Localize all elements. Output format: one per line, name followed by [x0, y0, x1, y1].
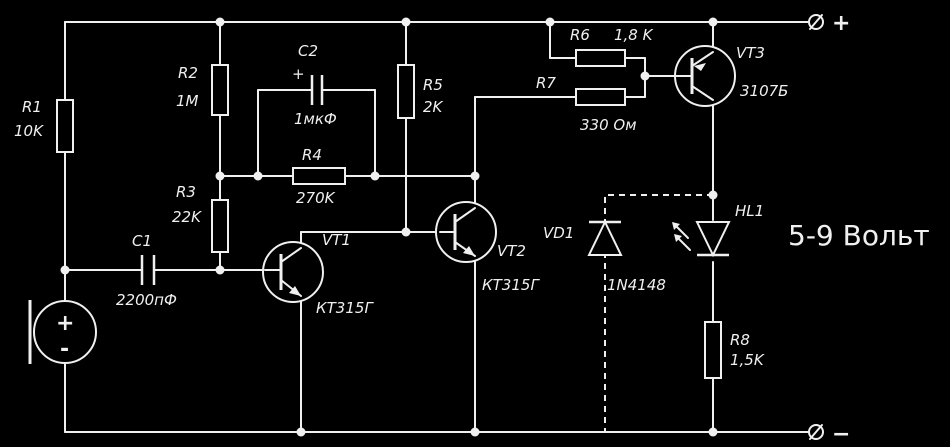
plus-terminal-label: +	[832, 11, 850, 36]
resistor-r2: R2 1M	[176, 64, 229, 116]
c2-polarity: +	[292, 65, 305, 83]
led-hl1: HL1	[672, 202, 764, 258]
microphone: + -	[28, 300, 97, 364]
r8-name: R8	[730, 331, 750, 349]
resistor-r4: R4 270K	[292, 146, 346, 207]
plus-terminal: +	[808, 11, 850, 36]
r7-value: 330 Ом	[580, 116, 637, 134]
vt1-name: VT1	[322, 231, 351, 249]
minus-terminal-label: −	[832, 422, 850, 447]
minus-terminal: −	[808, 422, 850, 447]
r3-name: R3	[176, 183, 196, 201]
vd1-value: 1N4148	[607, 276, 666, 294]
r8-value: 1,5K	[730, 351, 765, 369]
r5-value: 2K	[423, 98, 444, 116]
r2-name: R2	[178, 64, 198, 82]
r1-name: R1	[22, 98, 42, 116]
resistor-r1: R1 10K	[14, 98, 74, 153]
transistor-vt1: VT1 КТ315Г	[262, 231, 374, 317]
wires	[64, 21, 809, 433]
r7-name: R7	[536, 74, 556, 92]
resistor-r7: R7 330 Ом	[536, 74, 637, 134]
c2-value: 1мкФ	[294, 110, 337, 128]
mic-plus: +	[56, 311, 74, 336]
resistor-r5: R5 2K	[397, 64, 444, 119]
mic-minus: -	[60, 337, 69, 362]
junctions	[60, 17, 718, 437]
vt2-name: VT2	[497, 242, 526, 260]
r4-value: 270K	[296, 189, 336, 207]
transistor-vt2: VT2 КТ315Г	[435, 201, 540, 294]
supply-voltage-label: 5-9 Вольт	[788, 219, 930, 252]
resistor-r8: R8 1,5K	[704, 321, 765, 379]
vd1-name: VD1	[543, 224, 574, 242]
transistor-vt3: VT3 3107Б	[674, 44, 788, 107]
vt3-value: 3107Б	[740, 82, 788, 100]
r2-value: 1M	[176, 92, 199, 110]
capacitor-c2: C2 + 1мкФ	[292, 42, 337, 128]
r6-name: R6	[570, 26, 590, 44]
r4-name: R4	[302, 146, 322, 164]
resistor-r6: R6 1,8 K	[570, 26, 654, 67]
vt2-value: КТ315Г	[482, 276, 540, 294]
r3-value: 22K	[172, 208, 202, 226]
capacitor-c1: C1 2200пФ	[116, 232, 177, 309]
vt1-value: КТ315Г	[316, 299, 374, 317]
diode-vd1: VD1 1N4148	[543, 219, 666, 294]
r5-name: R5	[423, 76, 443, 94]
r1-value: 10K	[14, 122, 44, 140]
vd1-dashed-wire	[604, 194, 713, 432]
r6-value: 1,8 K	[614, 26, 654, 44]
c1-name: C1	[132, 232, 152, 250]
c2-name: C2	[298, 42, 318, 60]
resistor-r3: R3 22K	[172, 183, 229, 253]
hl1-name: HL1	[735, 202, 764, 220]
vt3-name: VT3	[736, 44, 765, 62]
c1-value: 2200пФ	[116, 291, 177, 309]
